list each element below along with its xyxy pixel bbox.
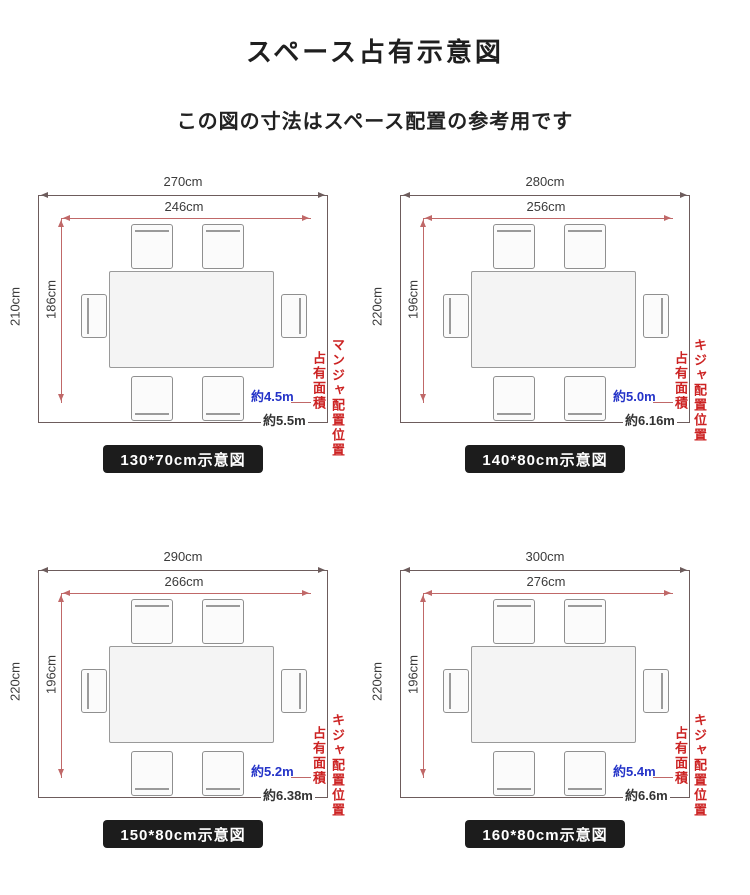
dining-table xyxy=(471,271,636,368)
page-subtitle: この図の寸法はスペース配置の参考用です xyxy=(176,111,574,133)
total-area-value: 約6.16m xyxy=(623,410,677,429)
chair-bottom-right xyxy=(202,751,244,796)
outer-height-label: 220cm xyxy=(369,286,385,327)
inner-width-dimension-line xyxy=(423,214,673,221)
occupied-area-label: 占有面積 xyxy=(673,351,688,411)
page-title: スペース占有示意図 xyxy=(246,37,504,67)
inner-width-label: 266cm xyxy=(164,574,204,589)
chair-top-right xyxy=(202,599,244,644)
leader-line xyxy=(291,777,311,778)
chair-bottom-left xyxy=(493,376,535,421)
outer-height-label: 220cm xyxy=(369,661,385,702)
inner-height-label: 196cm xyxy=(405,654,421,695)
diagram-130x70: 270cm 210cm 246cm 186cm 約4.5m 約5.5m 占有面積… xyxy=(0,173,375,503)
chair-right xyxy=(281,294,307,338)
room-outline: 266cm 196cm 約5.2m 約6.38m 占有面積 xyxy=(38,566,328,804)
chair-bottom-left xyxy=(131,751,173,796)
diagram-160x80: 300cm 220cm 276cm 196cm 約5.4m 約6.6m 占有面積… xyxy=(362,548,737,878)
chair-bottom-left xyxy=(493,751,535,796)
chair-left xyxy=(443,294,469,338)
occupied-area-value: 約5.2m xyxy=(251,764,294,779)
chair-right xyxy=(643,294,669,338)
dining-table xyxy=(109,646,274,743)
dining-table xyxy=(471,646,636,743)
outer-height-label: 220cm xyxy=(7,661,23,702)
inner-width-label: 256cm xyxy=(526,199,566,214)
chair-left xyxy=(81,669,107,713)
outer-width-label: 300cm xyxy=(525,549,565,564)
total-area-value: 約6.6m xyxy=(623,785,670,804)
diagram-140x80: 280cm 220cm 256cm 196cm 約5.0m 約6.16m 占有面… xyxy=(362,173,737,503)
inner-width-dimension-line xyxy=(423,589,673,596)
outer-width-label: 270cm xyxy=(163,174,203,189)
chair-left xyxy=(81,294,107,338)
occupied-area-label: 占有面積 xyxy=(311,351,326,411)
inner-height-label: 196cm xyxy=(405,279,421,320)
inner-width-label: 276cm xyxy=(526,574,566,589)
occupied-area-value: 約5.4m xyxy=(613,764,656,779)
chair-top-left xyxy=(493,224,535,269)
chair-top-left xyxy=(493,599,535,644)
room-outline: 246cm 186cm 約4.5m 約5.5m 占有面積 xyxy=(38,191,328,429)
chair-top-left xyxy=(131,599,173,644)
size-caption: 130*70cm示意図 xyxy=(103,445,263,473)
position-label: キジャ配置位置 xyxy=(692,713,707,818)
inner-width-label: 246cm xyxy=(164,199,204,214)
chair-top-right xyxy=(564,599,606,644)
chair-bottom-right xyxy=(202,376,244,421)
position-label: キジャ配置位置 xyxy=(692,338,707,443)
position-label: マンジャ配置位置 xyxy=(330,338,345,458)
occupied-area-label: 占有面積 xyxy=(311,726,326,786)
inner-height-dimension-line xyxy=(419,218,426,403)
chair-right xyxy=(281,669,307,713)
inner-height-label: 196cm xyxy=(43,654,59,695)
outer-height-label: 210cm xyxy=(7,286,23,327)
leader-line xyxy=(653,402,673,403)
inner-height-dimension-line xyxy=(57,218,64,403)
total-area-value: 約5.5m xyxy=(261,410,308,429)
inner-width-dimension-line xyxy=(61,589,311,596)
leader-line xyxy=(291,402,311,403)
occupied-area-value: 約5.0m xyxy=(613,389,656,404)
dining-table xyxy=(109,271,274,368)
room-outline: 256cm 196cm 約5.0m 約6.16m 占有面積 xyxy=(400,191,690,429)
chair-bottom-right xyxy=(564,376,606,421)
chair-bottom-right xyxy=(564,751,606,796)
chair-top-right xyxy=(202,224,244,269)
chair-top-left xyxy=(131,224,173,269)
size-caption: 140*80cm示意図 xyxy=(465,445,625,473)
diagram-150x80: 290cm 220cm 266cm 196cm 約5.2m 約6.38m 占有面… xyxy=(0,548,375,878)
total-area-value: 約6.38m xyxy=(261,785,315,804)
inner-height-label: 186cm xyxy=(43,279,59,320)
outer-width-label: 290cm xyxy=(163,549,203,564)
size-caption: 150*80cm示意図 xyxy=(103,820,263,848)
occupied-area-label: 占有面積 xyxy=(673,726,688,786)
position-label: キジャ配置位置 xyxy=(330,713,345,818)
inner-height-dimension-line xyxy=(419,593,426,778)
chair-bottom-left xyxy=(131,376,173,421)
chair-left xyxy=(443,669,469,713)
leader-line xyxy=(653,777,673,778)
inner-height-dimension-line xyxy=(57,593,64,778)
room-outline: 276cm 196cm 約5.4m 約6.6m 占有面積 xyxy=(400,566,690,804)
size-caption: 160*80cm示意図 xyxy=(465,820,625,848)
outer-width-label: 280cm xyxy=(525,174,565,189)
chair-right xyxy=(643,669,669,713)
chair-top-right xyxy=(564,224,606,269)
inner-width-dimension-line xyxy=(61,214,311,221)
occupied-area-value: 約4.5m xyxy=(251,389,294,404)
